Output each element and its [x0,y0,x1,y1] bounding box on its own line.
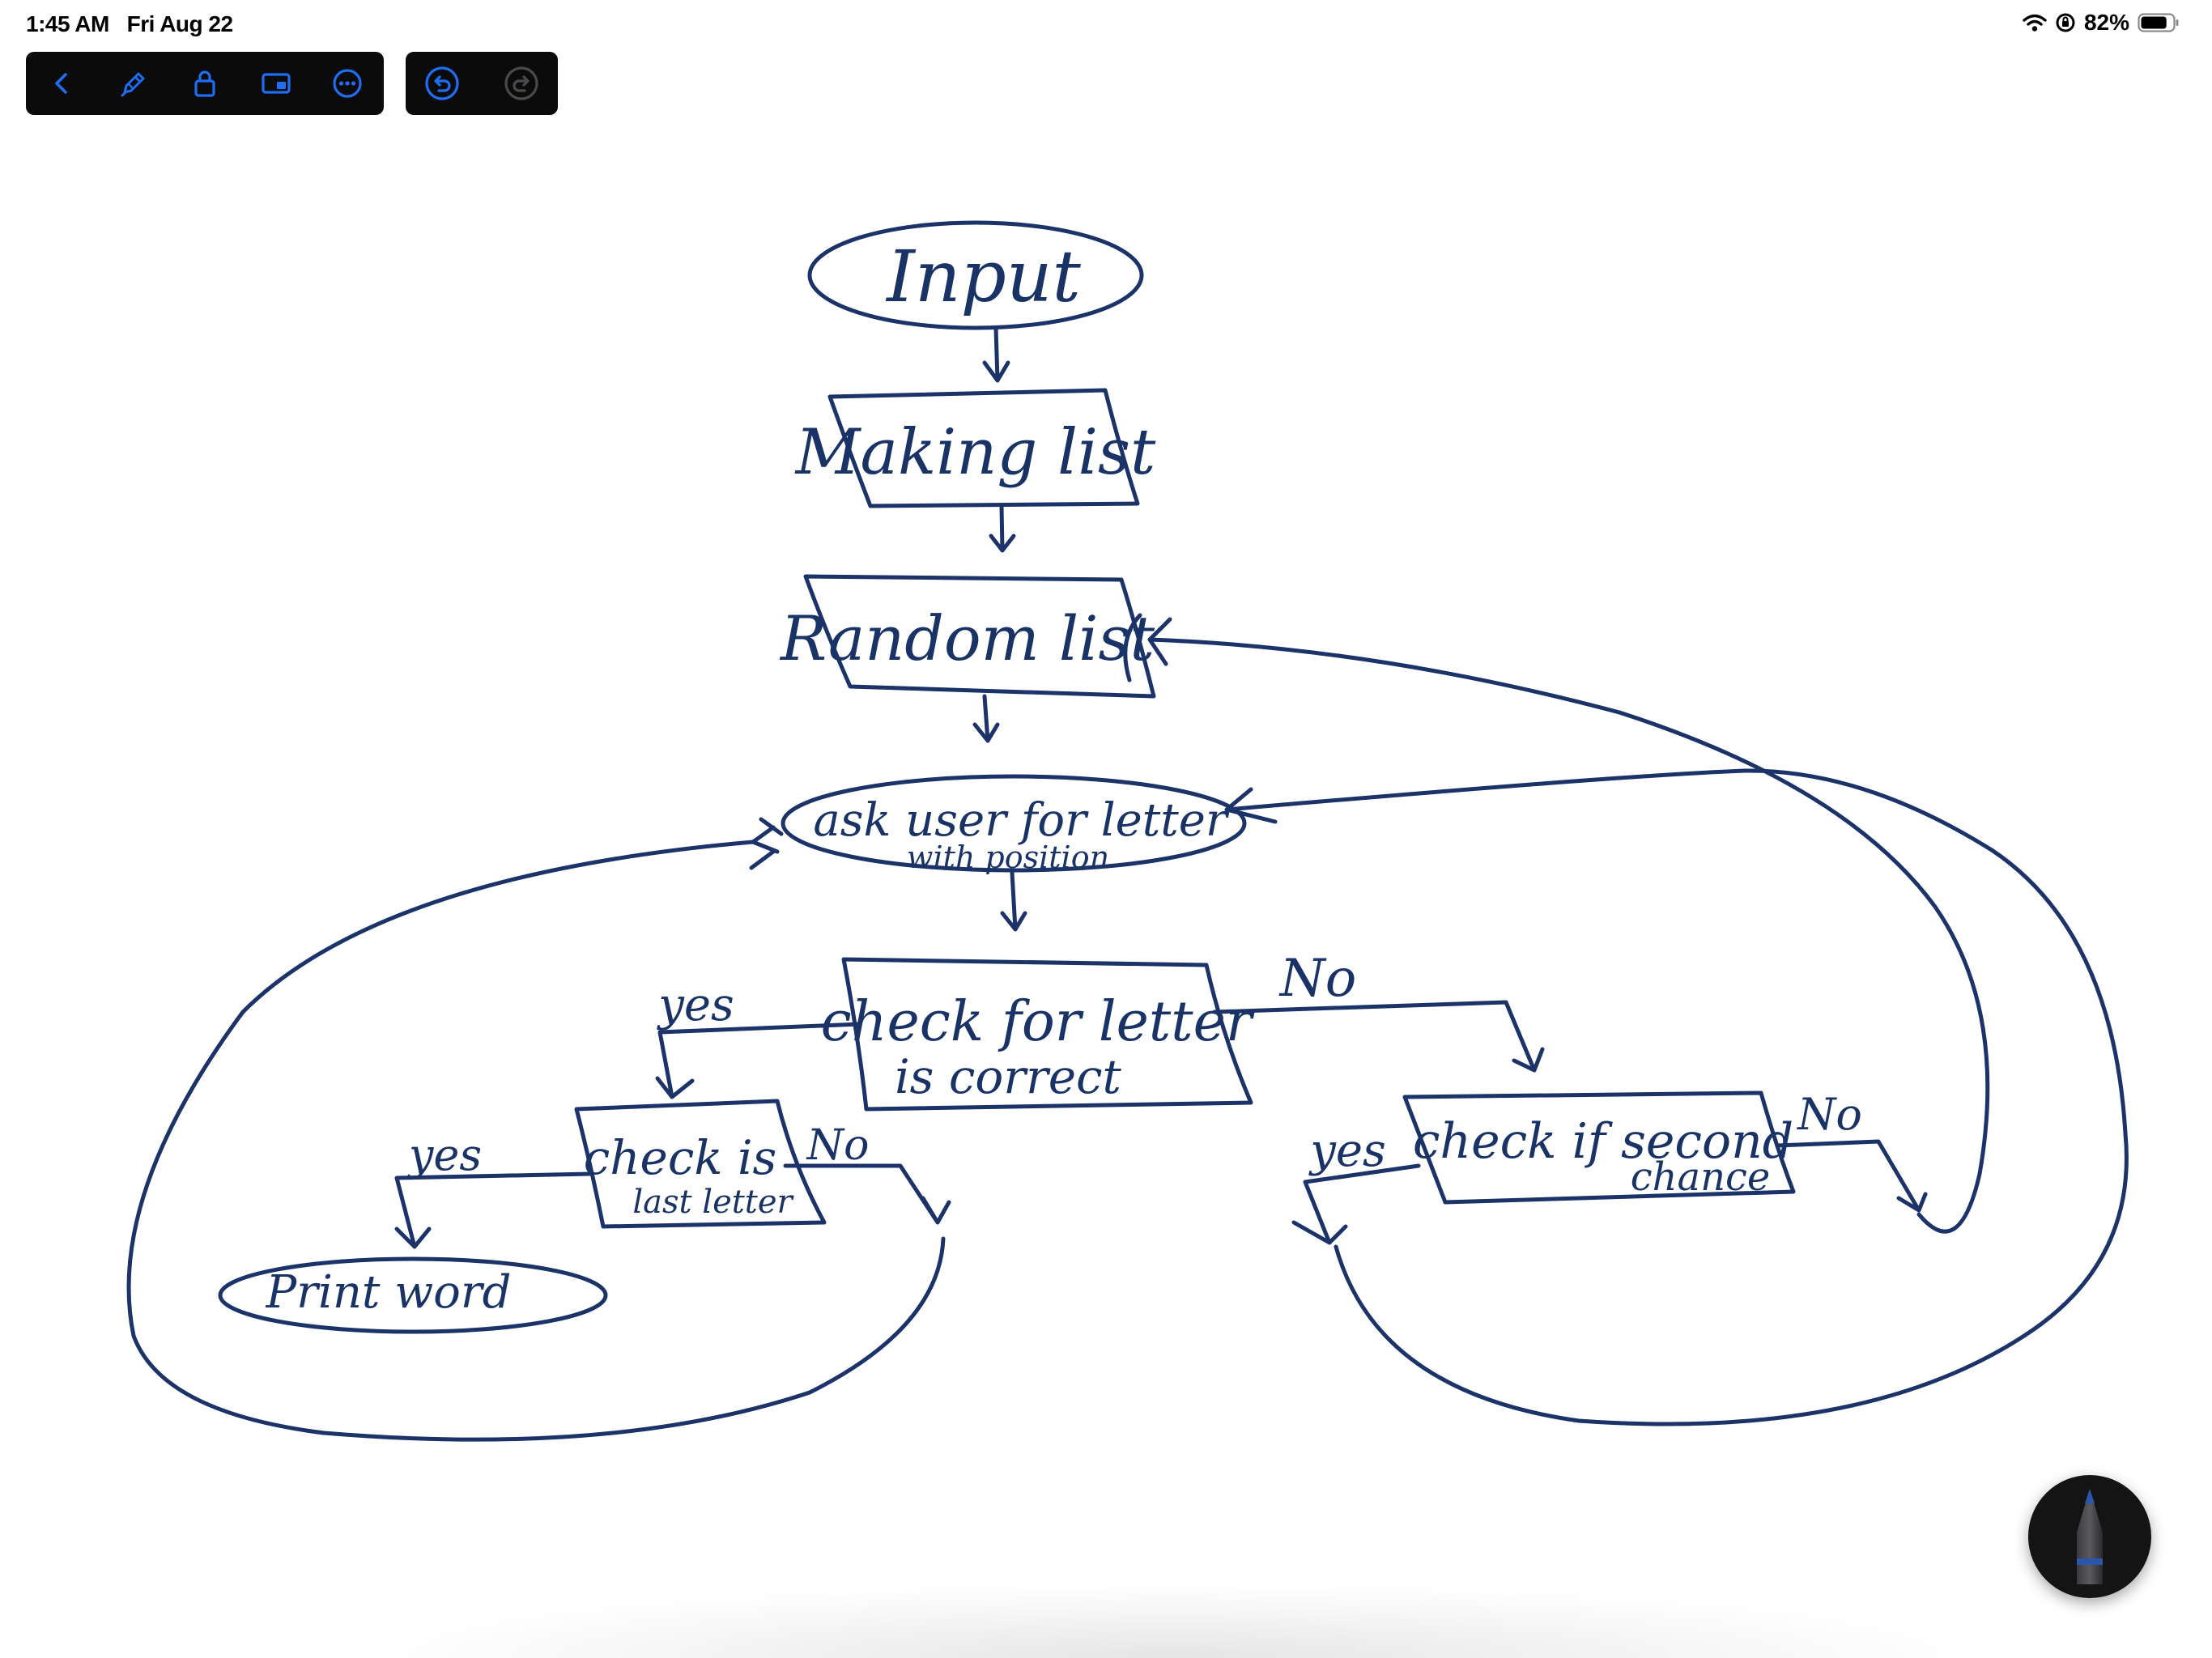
status-date: Fri Aug 22 [126,11,233,36]
ask-user-label-1: ask user for letter [813,794,1230,847]
pencil-tool-icon [2077,1489,2103,1584]
more-icon [333,69,362,98]
window-icon [262,73,291,94]
battery-icon [2138,13,2179,32]
redo-icon [504,66,538,100]
lock-icon [194,70,215,97]
check-last-letter-node: check is last letter [574,1099,827,1229]
check-letter-node: check for letter is correct [821,957,1255,1112]
pencil-tool-button[interactable] [2028,1475,2151,1598]
redo-button[interactable] [503,65,540,102]
history-toolbar [406,52,558,115]
arrow-input-to-making [982,325,1010,383]
document-toolbar [26,52,384,115]
input-label: Input [885,235,1081,318]
status-indicators: 82% [2023,10,2180,36]
orientation-lock-icon [2056,13,2075,32]
check-second-label-1: check if second [1413,1113,1793,1170]
markup-button[interactable] [115,65,152,102]
status-bar: 1:45 AM Fri Aug 22 82% [0,0,2212,49]
no-label-2: No [806,1121,870,1170]
random-list-label: Random list [779,602,1155,674]
arrow-ask-to-check [1000,870,1027,932]
yes-label-1: yes [656,979,734,1031]
check-letter-label-1: check for letter [821,990,1255,1054]
check-second-label-2: chance [1631,1154,1771,1200]
bottom-shadow [405,1587,1943,1658]
arrow-random-to-ask [972,694,1000,743]
making-list-label: Making list [794,416,1156,489]
loop-back-right [1224,768,2129,1426]
print-word-label: Print word [266,1266,512,1319]
wifi-icon [2023,14,2047,32]
back-button[interactable] [44,65,81,102]
lock-button[interactable] [186,65,223,102]
arrow-second-yes [1291,1163,1421,1245]
undo-button[interactable] [423,65,461,102]
no-label-1: No [1278,949,1357,1009]
ask-user-label-2: with position [907,840,1109,875]
check-letter-label-2: is correct [895,1049,1121,1104]
check-last-label-2: last letter [632,1184,794,1221]
check-last-label-1: check is [584,1130,777,1185]
arrow-check-no [1212,1000,1545,1073]
arrow-check-yes [655,1022,862,1099]
ask-user-node: ask user for letter with position [781,774,1247,875]
arrow-last-yes [394,1171,592,1249]
print-word-node: Print word [218,1256,608,1334]
loop-back-left [126,817,946,1442]
no-label-3: No [1796,1089,1862,1140]
battery-percent: 82% [2083,10,2129,35]
input-node: Input [807,220,1144,330]
arrow-making-to-random [989,504,1016,553]
chevron-left-icon [55,73,67,94]
status-time-date: 1:45 AM Fri Aug 22 [26,11,233,37]
arrow-last-no [783,1163,951,1225]
more-button[interactable] [329,65,366,102]
undo-icon [425,66,459,100]
markup-pen-icon [121,72,145,97]
making-list-node: Making list [794,388,1156,508]
loop-to-random-list [1123,613,1990,1234]
yes-label-3: yes [1308,1124,1386,1177]
battery-fill [2141,16,2167,29]
yes-label-2: yes [407,1129,482,1180]
check-second-chance-node: check if second chance [1402,1090,1796,1205]
random-list-node: Random list [779,574,1156,699]
arrow-second-no [1775,1139,1928,1213]
status-time: 1:45 AM [26,11,109,36]
display-button[interactable] [257,65,295,102]
